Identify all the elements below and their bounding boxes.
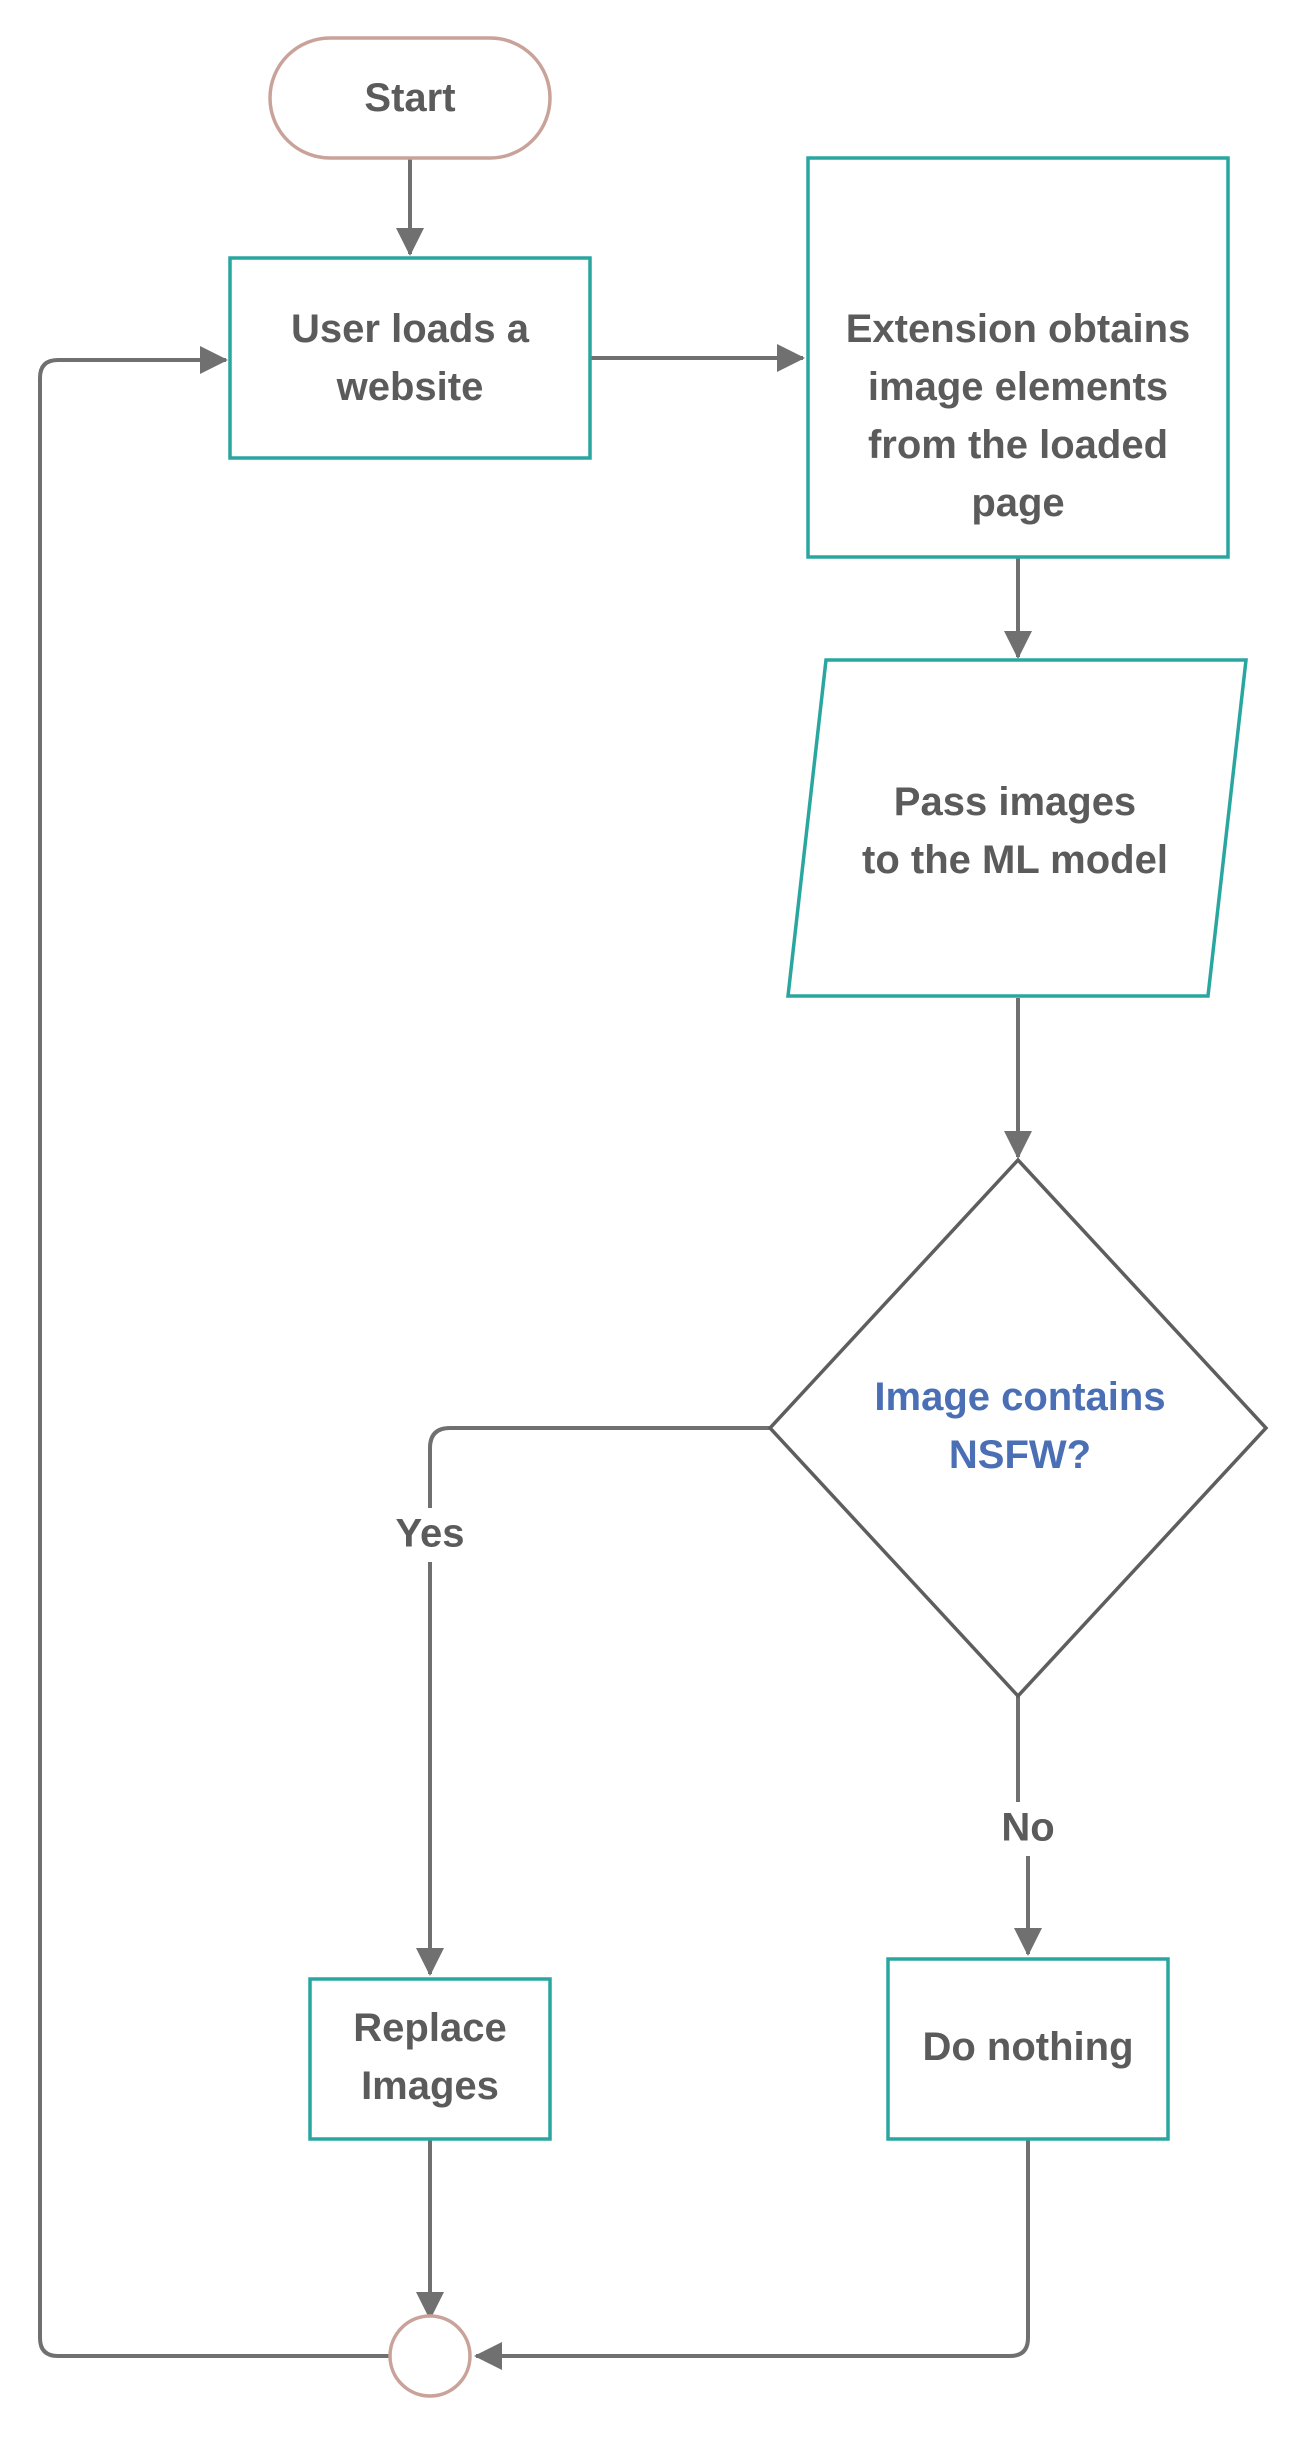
node-pass-to-model: Pass images to the ML model	[786, 658, 1248, 998]
node-pass-to-model-label: Pass images to the ML model	[862, 780, 1168, 882]
edge-nothing-to-merge	[474, 2139, 1030, 2370]
edge-merge-loop-to-load	[38, 346, 390, 2358]
pass-label-line: to the ML model	[862, 838, 1168, 882]
extract-label-line: from the loaded	[868, 423, 1168, 467]
decision-label-line: NSFW?	[949, 1433, 1091, 1477]
extract-label-line: page	[971, 481, 1064, 525]
start-label-line: Start	[364, 76, 455, 120]
edge-decision-yes-to-replace	[416, 1426, 770, 1976]
decision-label-line: Image contains	[874, 1375, 1165, 1419]
replace-label-line: Images	[361, 2064, 499, 2108]
node-start-label: Start	[364, 76, 455, 120]
edge-yes-label: Yes	[396, 1512, 465, 1556]
node-extract-images-label: Extension obtains image elements from the …	[846, 307, 1191, 525]
node-merge-connector	[388, 2314, 472, 2398]
extract-label-line: image elements	[868, 365, 1168, 409]
replace-label-line: Replace	[353, 2006, 506, 2050]
edge-no-label: No	[1001, 1806, 1054, 1850]
load-label-line: website	[336, 365, 484, 409]
node-do-nothing-label: Do nothing	[922, 2025, 1133, 2069]
node-load-website: User loads a website	[228, 256, 592, 460]
node-do-nothing: Do nothing	[886, 1957, 1170, 2141]
extract-label-line: Extension obtains	[846, 307, 1191, 351]
node-start: Start	[268, 36, 552, 160]
edge-yes-label-bg	[384, 1508, 476, 1562]
edge-no-label-bg	[982, 1802, 1074, 1856]
pass-label-line: Pass images	[894, 780, 1136, 824]
nothing-label-line: Do nothing	[922, 2025, 1133, 2069]
node-extract-images: Extension obtains image elements from the …	[806, 156, 1230, 559]
load-label-line: User loads a	[291, 307, 530, 351]
node-load-website-label: User loads a website	[291, 307, 530, 409]
